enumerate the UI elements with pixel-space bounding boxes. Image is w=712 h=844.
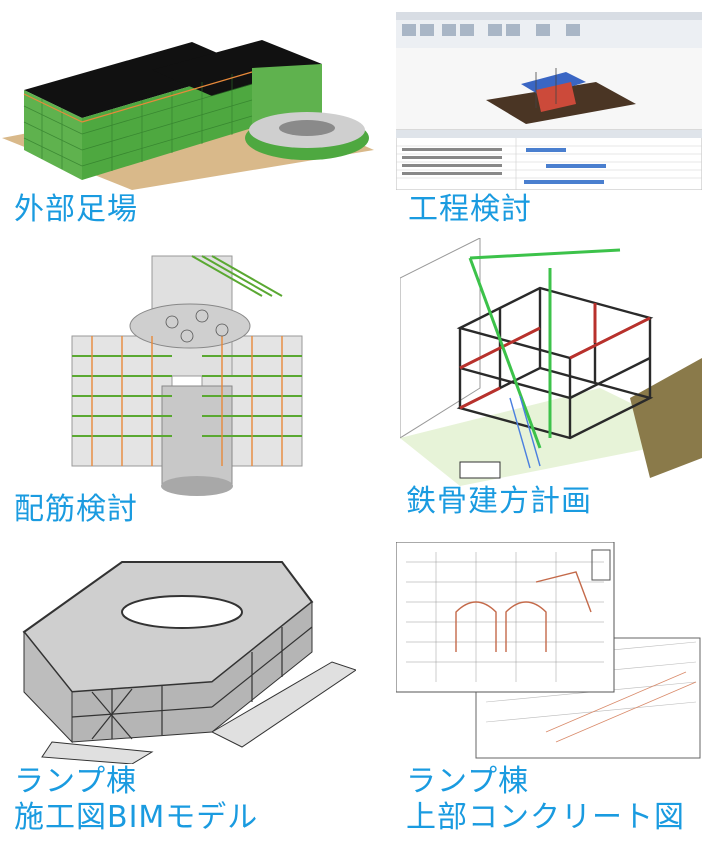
ramp-drawing-image bbox=[396, 542, 702, 764]
caption-ramp-drawing-line2: 上部コンクリート図 bbox=[406, 800, 685, 835]
caption-ramp-model-line2: 施工図BIMモデル bbox=[14, 800, 259, 835]
scaffold-image bbox=[2, 20, 374, 190]
caption-steel: 鉄骨建方計画 bbox=[406, 484, 592, 519]
caption-ramp-drawing-line1: ランプ棟 bbox=[406, 764, 530, 799]
steel-image bbox=[400, 238, 702, 486]
caption-ramp-model-line1: ランプ棟 bbox=[14, 764, 138, 799]
ramp-model-image bbox=[12, 542, 356, 764]
caption-scaffold: 外部足場 bbox=[14, 192, 138, 227]
rebar-image bbox=[62, 236, 316, 498]
caption-schedule: 工程検討 bbox=[408, 192, 532, 227]
schedule-image bbox=[396, 12, 702, 190]
caption-rebar: 配筋検討 bbox=[14, 492, 138, 527]
